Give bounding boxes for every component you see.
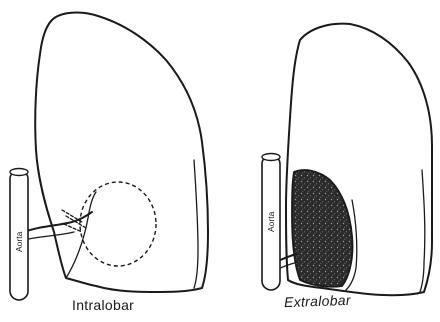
extralobar-panel: Aorta — [262, 24, 432, 296]
right-aorta-label: Aorta — [266, 211, 276, 232]
intralobar-panel: Aorta — [10, 13, 208, 300]
intralobar-caption: Intralobar — [72, 297, 134, 313]
left-lung-border — [194, 160, 198, 288]
right-lung-border — [420, 170, 425, 292]
left-aorta-top — [10, 169, 28, 176]
extralobar-sequestration — [292, 170, 353, 287]
left-systemic-artery-lower — [24, 232, 74, 240]
intralobar-sequestration — [80, 182, 156, 266]
left-lung-outline — [35, 13, 208, 292]
right-aorta-top — [262, 154, 280, 161]
left-aorta-label: Aorta — [14, 231, 24, 252]
extralobar-caption: Extralobar — [284, 292, 351, 310]
